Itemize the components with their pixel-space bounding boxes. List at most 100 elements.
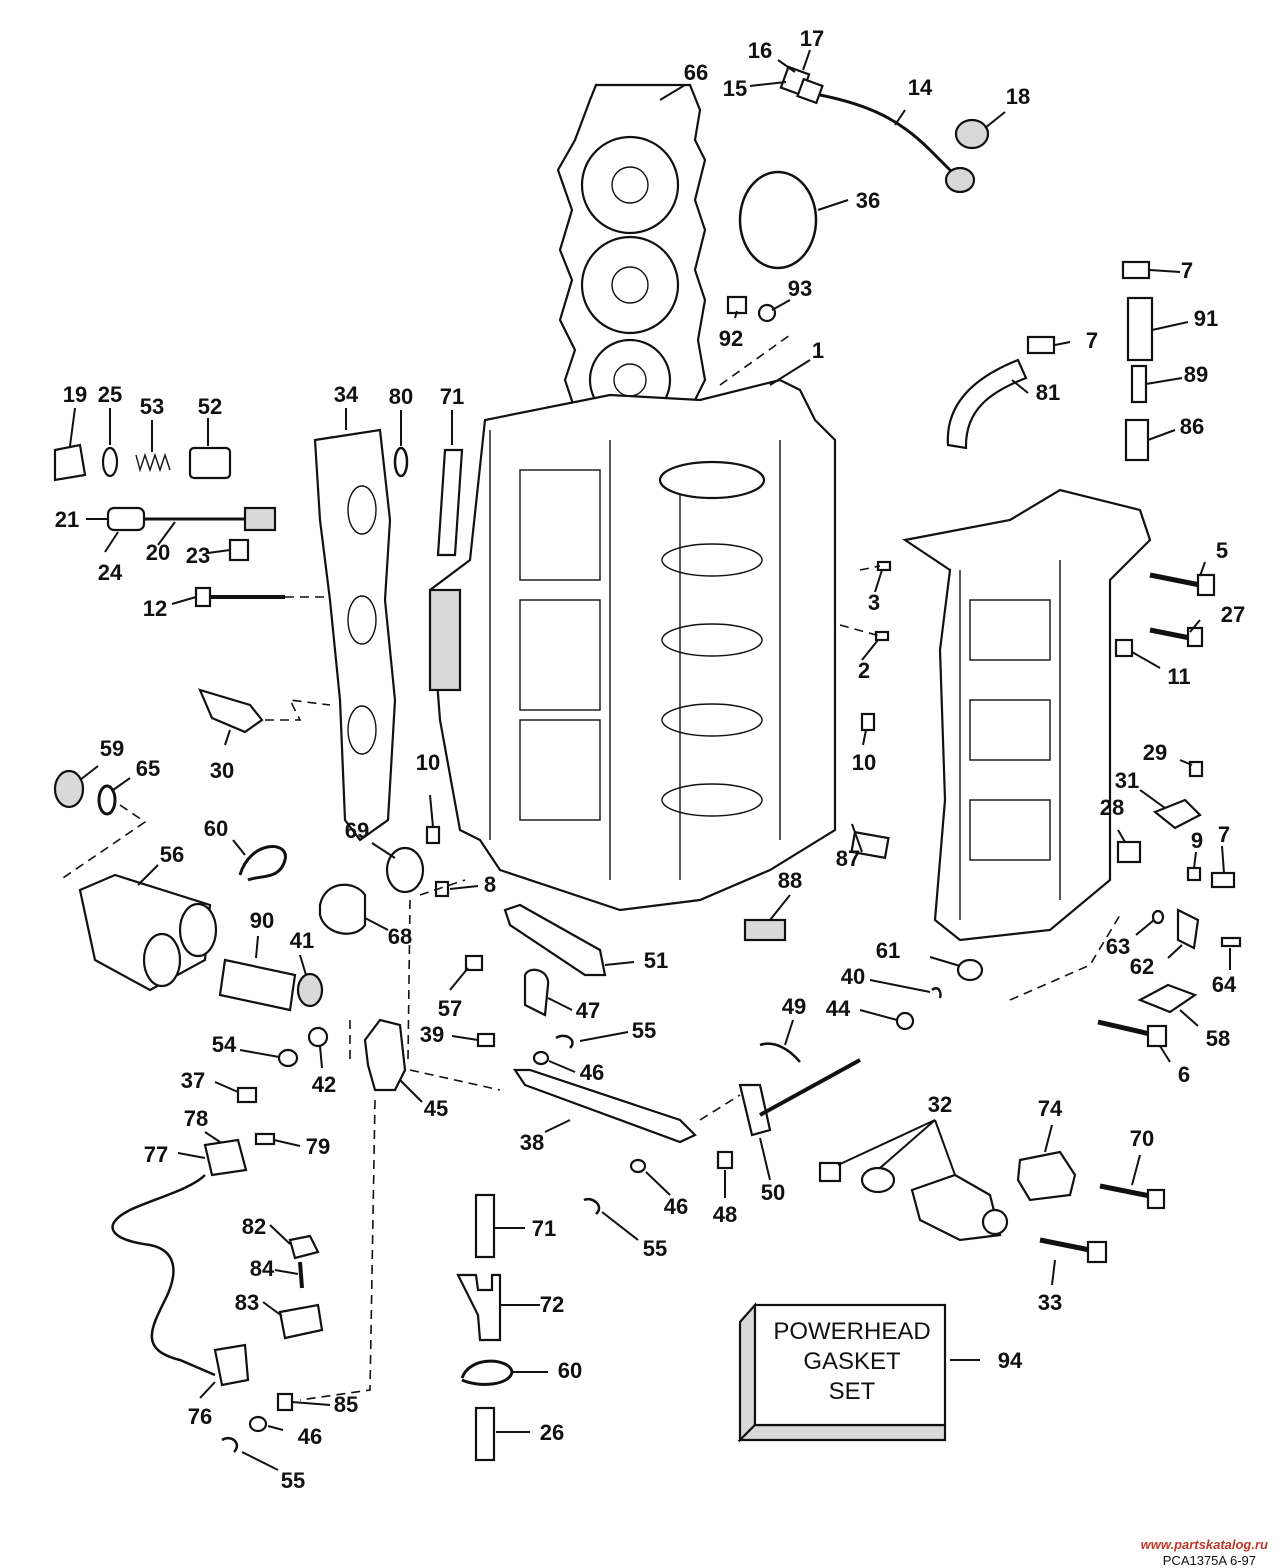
bolt-70	[1099, 1183, 1166, 1210]
callout-label: 65	[136, 756, 160, 781]
callout-label: 61	[876, 938, 900, 963]
bracket-31	[1152, 798, 1202, 830]
fitting-28	[1116, 840, 1142, 864]
block-88	[743, 918, 787, 942]
callout-label: 71	[440, 384, 464, 409]
callout-label: 30	[210, 758, 234, 783]
callout-label: 10	[416, 750, 440, 775]
callout-label: 16	[748, 38, 772, 63]
callout-label: 63	[1106, 934, 1130, 959]
clamp-83	[278, 1303, 324, 1340]
callout-label: 69	[345, 818, 369, 843]
link-arm-51	[503, 903, 607, 977]
screw-37	[236, 1086, 258, 1104]
clip-49	[759, 1042, 801, 1063]
callout-label: 47	[576, 998, 600, 1023]
callout-label: 86	[1180, 414, 1204, 439]
callout-label: 37	[181, 1068, 205, 1093]
callout-label: 51	[644, 948, 668, 973]
callout-label: 44	[826, 996, 851, 1021]
callout-label: 1	[812, 338, 824, 363]
clip-55-bottom	[221, 1436, 239, 1453]
callout-label: 8	[484, 872, 496, 897]
callout-label: 74	[1038, 1096, 1063, 1121]
callout-label: 87	[836, 846, 860, 871]
actuator-56	[78, 873, 218, 992]
bracket-45	[363, 1018, 407, 1092]
callout-label: 64	[1212, 972, 1237, 997]
callout-label: 28	[1100, 795, 1124, 820]
callout-label: 6	[1178, 1062, 1190, 1087]
wiring-harness	[111, 1132, 276, 1387]
callout-label: 7	[1218, 822, 1230, 847]
temperature-sensor-assembly	[779, 65, 976, 194]
callout-label: 54	[212, 1032, 237, 1057]
dowel-2	[874, 630, 890, 642]
callout-label: 41	[290, 928, 314, 953]
screw-84	[298, 1261, 304, 1289]
callout-label: 48	[713, 1202, 737, 1227]
callout-label: 17	[800, 26, 824, 51]
callout-label: 7	[1181, 258, 1193, 283]
callout-label: 45	[424, 1096, 448, 1121]
washer-63	[1151, 909, 1165, 925]
clamp-82	[288, 1234, 320, 1260]
clip-55-mid	[555, 1034, 574, 1049]
clip-40	[931, 987, 942, 999]
callout-label: 10	[852, 750, 876, 775]
washer-44	[895, 1011, 915, 1031]
callout-label: 36	[856, 188, 880, 213]
callout-label: 82	[242, 1214, 266, 1239]
callout-label: 15	[723, 76, 747, 101]
callout-label: 27	[1221, 602, 1245, 627]
callout-label: 77	[144, 1142, 168, 1167]
gasket-set-line-3: SET	[829, 1378, 876, 1405]
screw-92	[726, 295, 748, 315]
callout-label: 52	[198, 394, 222, 419]
leader-lines	[69, 49, 1231, 1471]
o-ring-65	[97, 784, 117, 816]
callout-label: 53	[140, 394, 164, 419]
callout-label: 38	[520, 1130, 544, 1155]
callout-label: 20	[146, 540, 170, 565]
screw-39	[476, 1032, 496, 1048]
callout-label: 40	[841, 964, 865, 989]
fitting-85	[276, 1392, 294, 1412]
callout-label: 55	[632, 1018, 656, 1043]
screw-9	[1186, 866, 1202, 882]
cup-68	[318, 883, 367, 935]
callout-label: 60	[204, 816, 228, 841]
callout-label: 42	[312, 1072, 336, 1097]
callout-label: 21	[55, 507, 79, 532]
callout-label: 93	[788, 276, 812, 301]
callout-label: 46	[580, 1060, 604, 1085]
link-rod-38	[512, 1068, 697, 1144]
callout-label: 80	[389, 384, 413, 409]
thermostat-valve-parts	[53, 443, 232, 482]
exhaust-cover	[313, 428, 397, 842]
callout-label: 14	[908, 75, 933, 100]
callout-label: 68	[388, 924, 412, 949]
callout-label: 90	[250, 908, 274, 933]
grommet	[954, 118, 990, 150]
bolts-right	[1114, 572, 1216, 658]
callout-label: 26	[540, 1420, 564, 1445]
nut-42	[307, 1026, 329, 1048]
screw-10-right	[860, 712, 876, 732]
gasket-set-line-2: GASKET	[803, 1348, 901, 1375]
callout-label: 71	[532, 1216, 556, 1241]
mount-assembly	[818, 1161, 1009, 1242]
callout-label: 24	[98, 560, 123, 585]
fitting-7-low	[1210, 871, 1236, 889]
callout-label: 11	[1167, 664, 1190, 689]
callout-label: 7	[1086, 328, 1098, 353]
washer-69	[385, 846, 425, 894]
drawing-code: PCA1375A 6-97	[1163, 1553, 1256, 1568]
callout-label: 49	[782, 994, 806, 1019]
fitting	[228, 538, 250, 562]
tee-72	[456, 1273, 502, 1342]
callout-label: 56	[160, 842, 184, 867]
callout-label: 3	[868, 590, 880, 615]
washer-54	[277, 1048, 299, 1068]
